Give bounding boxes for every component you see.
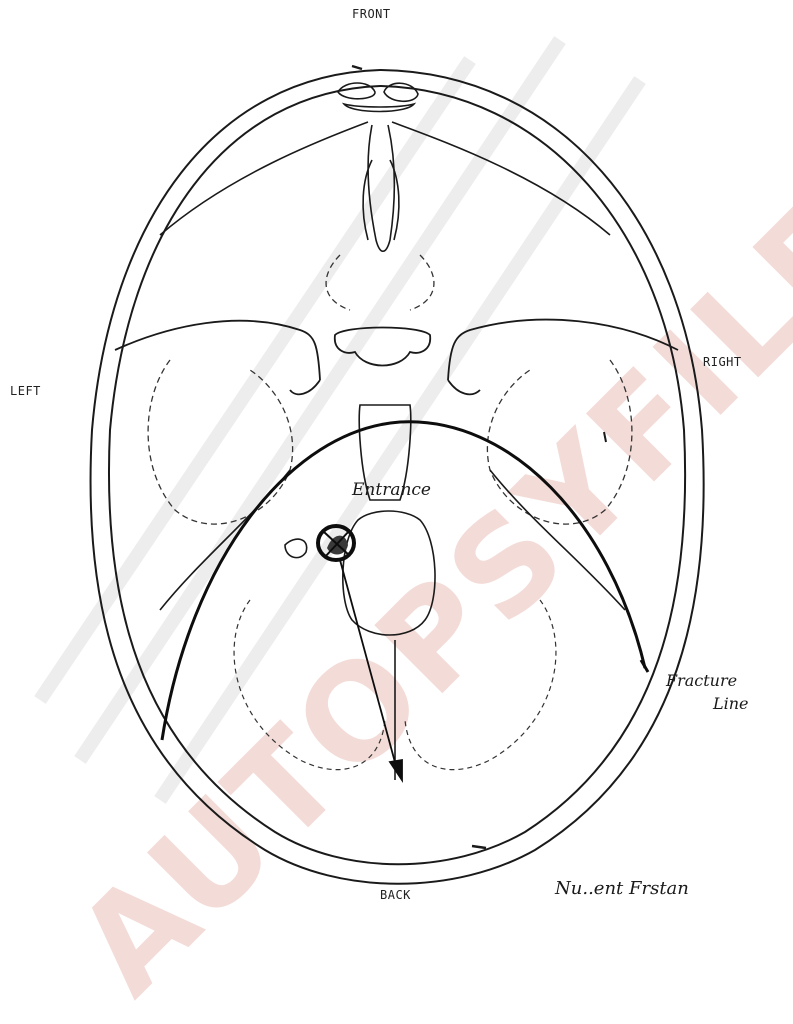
label-back: BACK — [380, 888, 411, 902]
back-tick — [472, 846, 486, 848]
label-left: LEFT — [10, 384, 41, 398]
bullet-trajectory-arrow — [340, 560, 402, 780]
anterior-clinoid-left — [290, 380, 320, 394]
skull-edge-tick — [604, 432, 606, 442]
annotation-bottom-note: Nu..ent Frstan — [555, 878, 689, 899]
cerebellar-fossa-left — [234, 600, 385, 770]
label-front: FRONT — [352, 7, 391, 21]
label-right: RIGHT — [703, 355, 742, 369]
frontal-sinus-lower — [344, 104, 414, 112]
anterior-fossa-floor-left — [160, 122, 368, 235]
annotation-entrance: Entrance — [352, 480, 431, 500]
foramen-magnum — [343, 511, 435, 635]
watermark-stripes — [40, 40, 640, 800]
sphenoid-wings — [115, 320, 678, 395]
annotation-fracture-word: Fracture — [666, 671, 737, 690]
middle-fossa-right — [487, 360, 632, 524]
frontal-sinus-right — [384, 83, 418, 101]
skull-base-diagram — [0, 0, 793, 909]
jugular-left — [285, 539, 307, 557]
petrous-ridge-right — [490, 470, 625, 610]
front-tick — [352, 66, 362, 69]
cerebellar-fossa-right — [405, 600, 556, 770]
annotation-line-word: Line — [713, 694, 749, 713]
anterior-clinoid-right — [448, 380, 480, 394]
